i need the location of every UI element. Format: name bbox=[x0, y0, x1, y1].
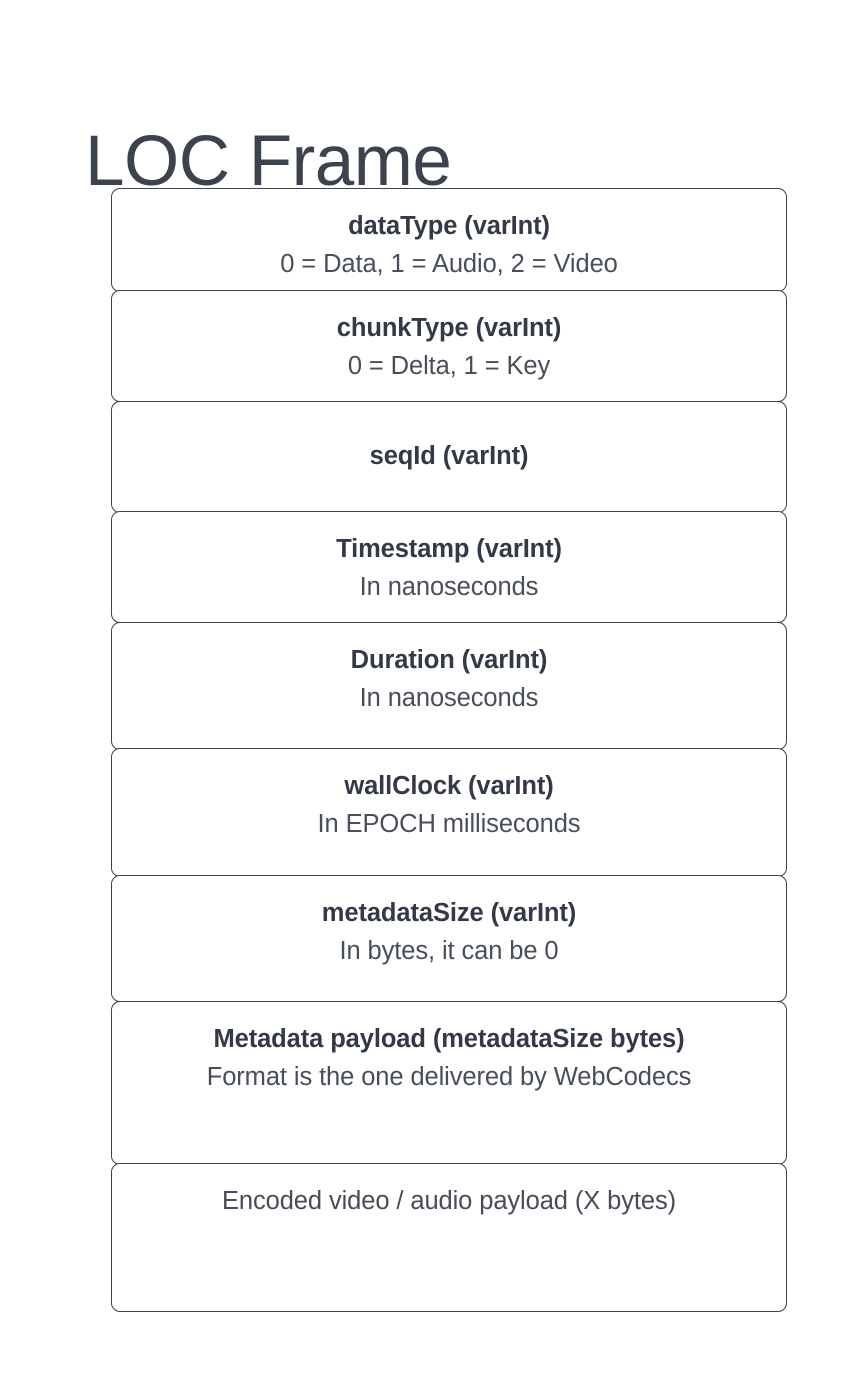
field-name-label: dataType (varInt) bbox=[348, 212, 550, 240]
field-description-label: 0 = Data, 1 = Audio, 2 = Video bbox=[280, 249, 618, 278]
field-description-label: In bytes, it can be 0 bbox=[339, 937, 559, 966]
frame-field-box: Metadata payload (metadataSize bytes) For… bbox=[111, 1000, 787, 1165]
field-name-label: wallClock (varInt) bbox=[344, 772, 554, 801]
field-description-label: In EPOCH milliseconds bbox=[317, 809, 581, 838]
page-title: LOC Frame bbox=[85, 121, 452, 201]
frame-field-box: Encoded video / audio payload (X bytes) bbox=[111, 1163, 787, 1313]
field-name-label: chunkType (varInt) bbox=[336, 314, 562, 343]
frame-field-box: metadataSize (varInt) In bytes, it can be… bbox=[111, 875, 787, 1003]
frame-field-box: Duration (varInt) In nanoseconds bbox=[111, 621, 787, 750]
frame-field-box: Timestamp (varInt) In nanoseconds bbox=[111, 511, 787, 624]
frame-field-box: seqId (varInt) bbox=[111, 400, 787, 513]
frame-field-box: chunkType (varInt) 0 = Delta, 1 = Key bbox=[111, 290, 787, 403]
field-name-label: Timestamp (varInt) bbox=[336, 535, 562, 564]
frame-field-box: wallClock (varInt) In EPOCH milliseconds bbox=[111, 748, 787, 878]
field-description-label: Format is the one delivered by WebCodecs bbox=[206, 1062, 692, 1091]
field-description-label: In nanoseconds bbox=[359, 683, 539, 712]
loc-frame-field-stack: dataType (varInt) 0 = Data, 1 = Audio, 2 … bbox=[111, 188, 787, 1313]
field-name-label: seqId (varInt) bbox=[369, 441, 529, 470]
field-name-label: Duration (varInt) bbox=[350, 645, 548, 674]
field-description-label: 0 = Delta, 1 = Key bbox=[347, 352, 551, 381]
field-name-label: Encoded video / audio payload (X bytes) bbox=[222, 1187, 676, 1216]
field-description-label: In nanoseconds bbox=[359, 573, 539, 602]
frame-field-box: dataType (varInt) 0 = Data, 1 = Audio, 2 … bbox=[111, 188, 787, 292]
field-name-label: Metadata payload (metadataSize bytes) bbox=[213, 1024, 685, 1053]
field-name-label: metadataSize (varInt) bbox=[321, 899, 577, 928]
